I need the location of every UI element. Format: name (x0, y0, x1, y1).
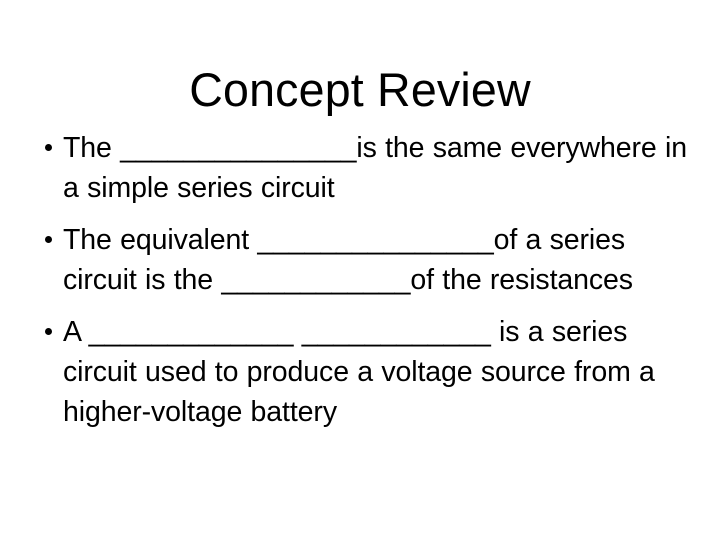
list-item: The _______________is the same everywher… (40, 128, 690, 208)
bullet-dot-icon (45, 144, 52, 151)
list-item: The equivalent _______________of a serie… (40, 220, 690, 300)
list-item: A _____________ ____________ is a series… (40, 312, 690, 432)
bullet-text-2: The equivalent _______________of a serie… (63, 224, 633, 296)
bullet-list: The _______________is the same everywher… (40, 128, 690, 432)
bullet-text-1: The _______________is the same everywher… (63, 132, 687, 204)
bullet-text-3: A _____________ ____________ is a series… (63, 316, 655, 428)
bullet-dot-icon (45, 236, 52, 243)
bullet-dot-icon (45, 328, 52, 335)
page-title: Concept Review (189, 63, 531, 117)
